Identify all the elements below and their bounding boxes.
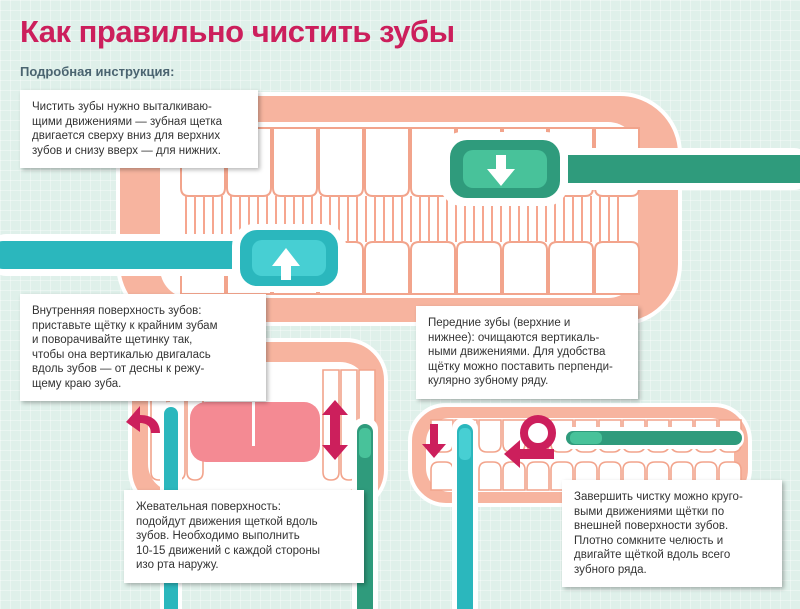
page-subtitle: Подробная инструкция: (20, 64, 175, 79)
note-upper-lower-teeth: Чистить зубы нужно выталкиваю- щими движ… (20, 90, 258, 168)
down-arrow-small-icon (422, 424, 446, 458)
down-arrow-icon (487, 155, 515, 186)
note-chewing-surface: Жевательная поверхность: подойдут движен… (124, 490, 364, 583)
note-finish-circular: Завершить чистку можно круго- выми движе… (562, 480, 782, 587)
note-inner-surface: Внутренняя поверхность зубов: приставьте… (20, 294, 266, 401)
note-front-teeth: Передние зубы (верхние и нижнее): очищаю… (416, 306, 638, 399)
up-arrow-icon (272, 248, 300, 280)
circular-arrow-icon (504, 415, 556, 468)
curved-arrow-icon (126, 406, 160, 433)
page-title: Как правильно чистить зубы (20, 14, 455, 49)
teal-brush-vertical-front (452, 418, 478, 609)
green-brush-horizontal-front (562, 427, 744, 449)
double-vertical-arrow-icon (322, 400, 348, 460)
green-toothbrush-upper (440, 132, 800, 206)
gum-strands (185, 196, 619, 242)
teal-toothbrush-lower (0, 224, 346, 292)
